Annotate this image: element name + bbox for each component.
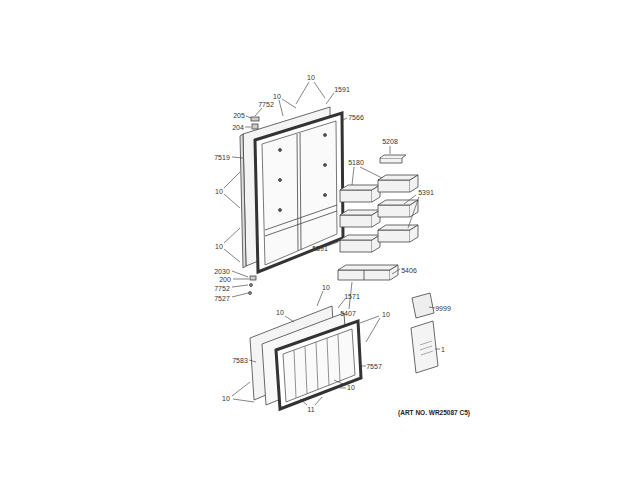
liner-stud xyxy=(324,194,327,197)
door-liner xyxy=(262,121,337,265)
callout-number: 7752 xyxy=(257,101,275,108)
callout-number: 200 xyxy=(218,276,232,283)
callout-number: 7557 xyxy=(365,363,383,370)
liner-stud xyxy=(324,164,327,167)
callout-number: 5180 xyxy=(347,159,365,166)
callout-number: 7527 xyxy=(213,295,231,302)
liner-shelf xyxy=(265,211,337,236)
callout-number: 5208 xyxy=(381,138,399,145)
callout-number: 10 xyxy=(272,93,282,100)
callout-number: 10 xyxy=(346,384,356,391)
callout-number: 5391 xyxy=(311,245,329,252)
screw xyxy=(249,292,252,295)
manual-grid xyxy=(420,341,433,355)
door-liner xyxy=(283,329,355,402)
callout-number: 10 xyxy=(214,188,224,195)
leader-line xyxy=(224,82,440,405)
callout-number: 10 xyxy=(306,74,316,81)
hinge-part xyxy=(251,117,259,121)
liner-stud xyxy=(279,209,282,212)
callout-number: 204 xyxy=(231,124,245,131)
callout-number: 11 xyxy=(306,406,315,413)
liner-rib xyxy=(294,334,340,398)
callout-number: 205 xyxy=(232,112,246,119)
callout-number: 1591 xyxy=(333,86,351,93)
callout-number: 1571 xyxy=(343,293,361,300)
door-panel-edge xyxy=(240,134,246,268)
callout-number: 7519 xyxy=(213,154,231,161)
booklet xyxy=(412,293,434,318)
door-bin xyxy=(338,155,418,280)
callout-number: 7566 xyxy=(347,114,365,121)
callout-number: 2030 xyxy=(213,268,231,275)
liner-shelf xyxy=(265,205,337,230)
liner-rib xyxy=(300,133,301,250)
callout-number: 10 xyxy=(221,395,231,402)
callout-number: 5406 xyxy=(400,267,418,274)
callout-number: 7583 xyxy=(231,357,249,364)
callout-number: 9999 xyxy=(434,305,452,312)
manual xyxy=(411,321,438,373)
callout-number: 10 xyxy=(275,309,285,316)
callout-number: 5407 xyxy=(339,310,357,317)
callout-number: 1 xyxy=(440,346,446,353)
art-number: (ART NO. WR25087 C5) xyxy=(397,410,471,417)
liner-stud xyxy=(279,179,282,182)
door-gasket xyxy=(276,321,361,409)
callout-number: 10 xyxy=(381,311,391,318)
callout-number: 10 xyxy=(321,284,331,291)
hinge-part xyxy=(252,124,258,129)
door-gasket xyxy=(255,113,343,272)
callout-number: 10 xyxy=(214,243,224,250)
liner-rib xyxy=(297,134,298,251)
liner-stud xyxy=(279,149,282,152)
callout-number: 7752 xyxy=(213,285,231,292)
hinge-part xyxy=(250,276,256,280)
callout-number: 5391 xyxy=(417,189,435,196)
screw xyxy=(250,284,253,287)
liner-stud xyxy=(324,134,327,137)
